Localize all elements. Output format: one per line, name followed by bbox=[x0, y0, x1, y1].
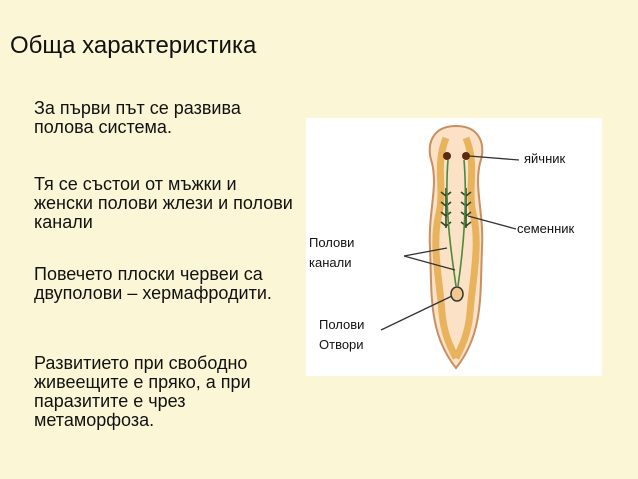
slide-title: Обща характеристика bbox=[10, 32, 257, 59]
text-paragraph-4: Развитието при свободно живеещите е пряк… bbox=[34, 353, 251, 430]
text-paragraph-3: Повечето плоски червеи са двуполови – хе… bbox=[34, 264, 272, 303]
label-ovary: яйчник bbox=[524, 151, 566, 166]
ovary-left bbox=[443, 152, 451, 160]
pointer-ovary bbox=[468, 155, 520, 161]
pointer-testis bbox=[467, 215, 517, 230]
diagram-drawing bbox=[380, 124, 520, 370]
pointer-pores bbox=[380, 295, 453, 331]
pointer-canals-2 bbox=[403, 255, 456, 271]
canal-right bbox=[457, 159, 467, 287]
flatworm-reproductive-diagram: яйчник семенник Полови канали Полови Отв… bbox=[306, 118, 602, 376]
gut-right bbox=[452, 136, 480, 360]
text-paragraph-1: За първи път се развива полова система. bbox=[34, 98, 241, 137]
pointer-canals-1 bbox=[403, 247, 448, 257]
label-testis: семенник bbox=[517, 221, 575, 236]
label-sexual-pores: Полови Отвори bbox=[319, 317, 365, 352]
label-sexual-canals: Полови канали bbox=[309, 235, 355, 270]
canal-left bbox=[446, 159, 457, 287]
gut-left bbox=[432, 136, 460, 360]
genital-pore bbox=[450, 286, 464, 302]
ovary-right bbox=[462, 152, 470, 160]
text-paragraph-2: Тя се състои от мъжки и женски полови жл… bbox=[34, 174, 293, 232]
